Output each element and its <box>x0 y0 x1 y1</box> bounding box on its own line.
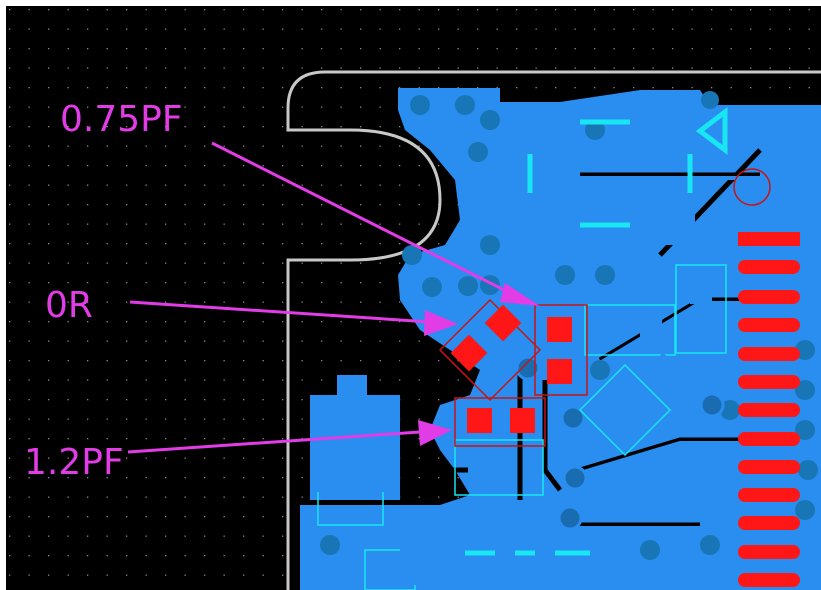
annotation-075pf: 0.75PF <box>60 99 183 140</box>
annotation-arrows <box>127 141 540 454</box>
component-pads <box>312 282 712 585</box>
rotated-pads <box>592 352 682 430</box>
arrow-icon <box>418 420 452 446</box>
circle-marker-icon <box>733 168 771 206</box>
arrow-icon <box>211 141 521 300</box>
silkscreen <box>465 119 693 556</box>
frame-top-border <box>0 0 821 6</box>
arrow-icon <box>127 430 421 454</box>
footprint-outlines <box>438 298 588 447</box>
triangle-marker-icon <box>695 106 728 156</box>
arrow-icon <box>424 310 458 336</box>
red-pads <box>450 304 572 433</box>
annotation-12pf: 1.2PF <box>24 442 124 483</box>
frame-left-border <box>0 0 6 590</box>
vias <box>320 91 818 560</box>
via-holes <box>515 355 725 531</box>
annotation-0r: 0R <box>45 285 93 326</box>
arrow-icon <box>500 283 540 306</box>
arrow-icon <box>129 300 431 324</box>
crystal-pads <box>515 102 695 245</box>
connector-pins <box>738 232 800 587</box>
